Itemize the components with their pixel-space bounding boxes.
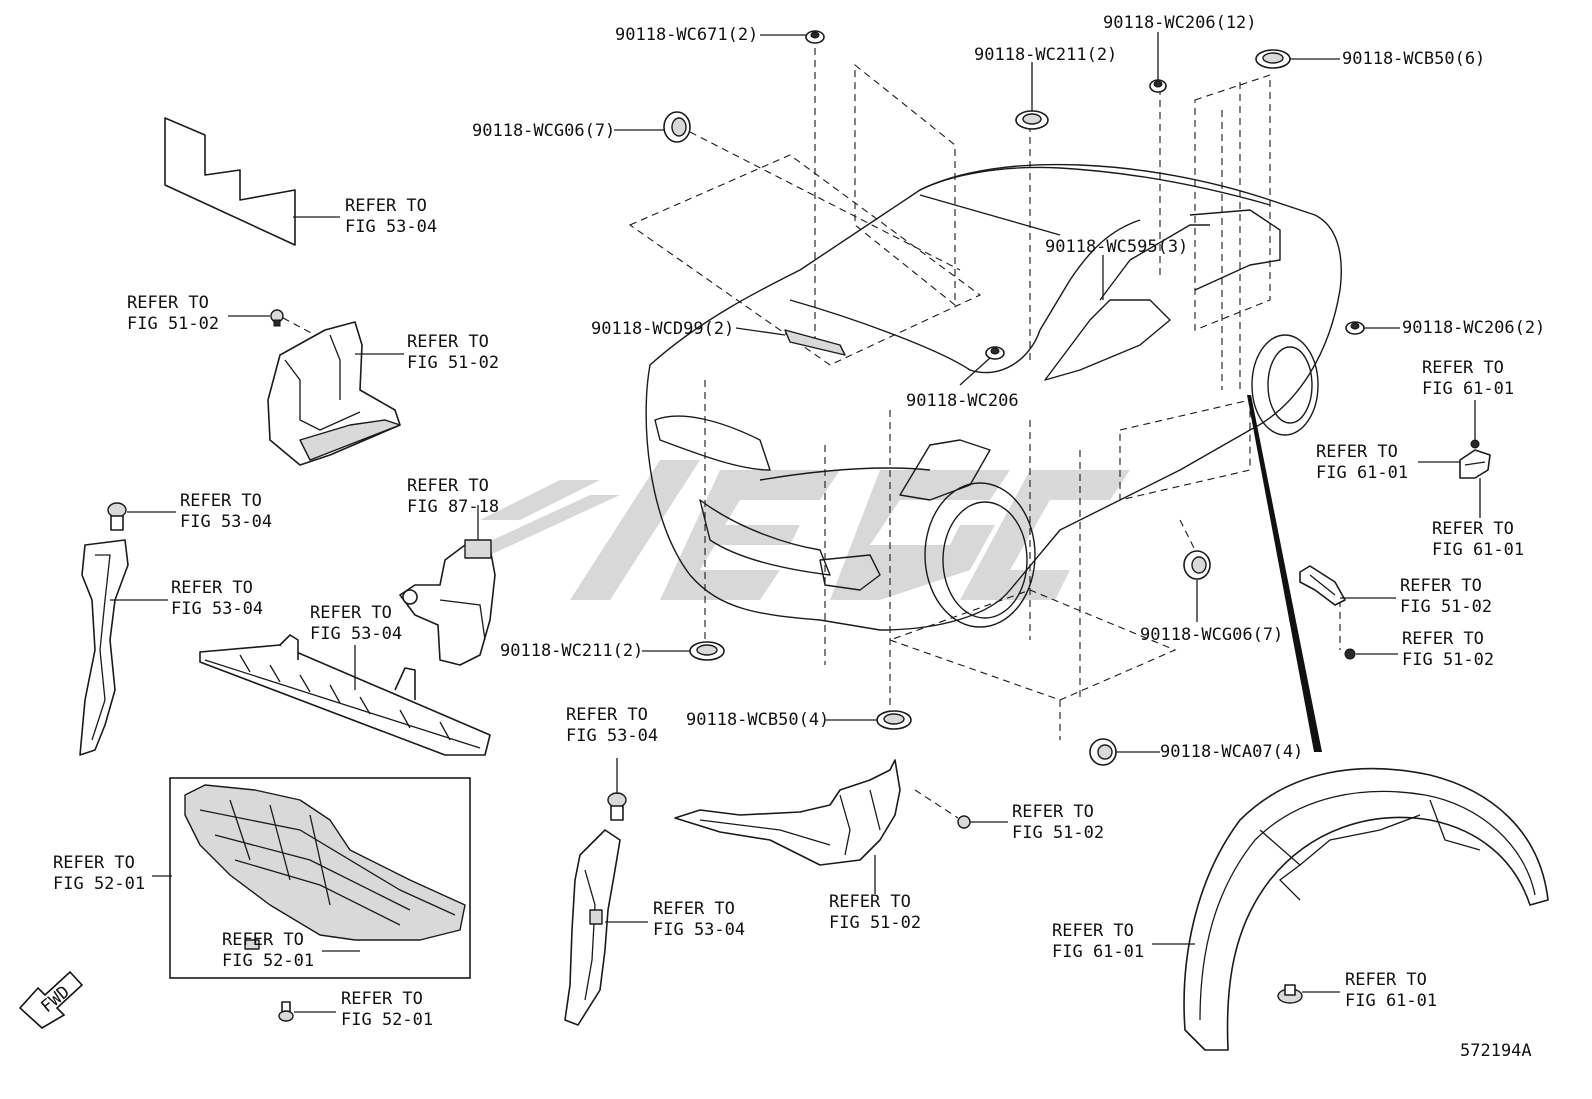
- insulator-pad: [164, 117, 296, 246]
- clip-5304-upper: [107, 502, 127, 531]
- engine-under-cover: [184, 784, 466, 950]
- callout-wc206: 90118-WC206: [906, 391, 1019, 411]
- grommet-wcg06-top: [663, 111, 691, 143]
- grommet-wca07: [1089, 738, 1117, 766]
- part-callouts: 90118-WC671(2) 90118-WC206(12) 90118-WC2…: [472, 13, 1545, 762]
- clip-6101-top: [1470, 439, 1480, 449]
- clip-wc206-mid: [985, 346, 1005, 360]
- clip-wc671: [805, 30, 825, 44]
- wheel-house-liner: [1183, 767, 1549, 1051]
- left-vertical-bracket: [79, 539, 129, 756]
- assembly-guide-lines: [282, 48, 1341, 819]
- fender-shield: [674, 759, 901, 866]
- plug-wcb50-top: [1255, 49, 1291, 69]
- clip-5304-lower: [607, 792, 627, 821]
- air-duct: [399, 539, 496, 666]
- plug-wc211-bottom: [689, 641, 725, 661]
- callout-wc211-top: 90118-WC211(2): [974, 45, 1117, 65]
- plug-wc211-top: [1015, 110, 1049, 130]
- callout-wc211-bottom: 90118-WC211(2): [500, 641, 643, 661]
- clip-wc206-right: [1345, 321, 1365, 335]
- fastener-clips: [107, 30, 1480, 1022]
- figure-id: 572194A: [1460, 1041, 1532, 1061]
- clip-6101-liner: [1277, 984, 1303, 1004]
- callout-wc595: 90118-WC595(3): [1045, 237, 1188, 257]
- plug-wcb50-bottom: [876, 710, 912, 730]
- clip-5102-upper: [270, 309, 284, 327]
- watermark-text: EPC: [800, 1089, 802, 1091]
- callout-wc671: 90118-WC671(2): [615, 25, 758, 45]
- callout-wca07: 90118-WCA07(4): [1160, 742, 1303, 762]
- grommet-wcg06-bottom: [1183, 550, 1211, 580]
- clip-5102-right: [1344, 648, 1356, 660]
- seal-wcd99: [784, 329, 846, 356]
- clip-wc206-top: [1149, 79, 1167, 93]
- callout-wcg06-top: 90118-WCG06(7): [472, 121, 615, 141]
- upper-shield: [267, 321, 401, 466]
- callout-wcd99: 90118-WCD99(2): [591, 319, 734, 339]
- lower-vertical-bracket: [564, 829, 621, 1026]
- vehicle-body: [645, 163, 1342, 631]
- callout-wc206-2: 90118-WC206(2): [1402, 318, 1545, 338]
- under-cover-frame: [169, 777, 471, 979]
- callout-wcb50-6: 90118-WCB50(6): [1342, 49, 1485, 69]
- lower-rail: [199, 634, 491, 756]
- callout-wcg06-bottom: 90118-WCG06(7): [1140, 625, 1283, 645]
- callout-wcb50-4: 90118-WCB50(4): [686, 710, 829, 730]
- fwd-arrow-icon: FWD: [18, 970, 84, 1029]
- bolt-5201: [278, 1001, 294, 1022]
- right-small-bracket: [1299, 565, 1346, 606]
- right-upper-bracket: [1459, 449, 1491, 479]
- callout-wc206-12: 90118-WC206(12): [1103, 13, 1257, 33]
- leader-lines: [110, 32, 1481, 1013]
- clip-5102-center: [957, 815, 971, 829]
- liner-pointer: [1247, 395, 1322, 752]
